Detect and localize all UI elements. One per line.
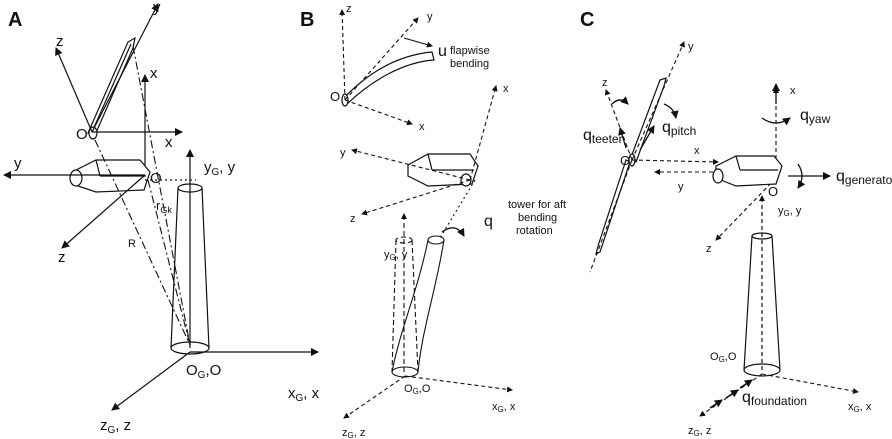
panel-c-qgen-label: qgenerator bbox=[836, 168, 892, 187]
panel-c-yaw-arrow bbox=[761, 117, 791, 126]
panel-a-origin-rotor: O bbox=[76, 126, 88, 143]
panel-a-r-vector bbox=[94, 139, 191, 346]
panel-c-y-axis-top bbox=[631, 41, 685, 161]
panel-c-origin-rotor: O bbox=[620, 153, 630, 168]
panel-b-y-label-top: y bbox=[427, 11, 433, 23]
panel-a-z-axis-left bbox=[61, 174, 146, 249]
panel-a: A y z x O x y bbox=[3, 0, 320, 436]
panel-c-tower bbox=[743, 195, 781, 377]
panel-b-x-label-top: x bbox=[419, 121, 425, 133]
panel-b-x-axis-top bbox=[344, 99, 413, 126]
panel-b-flap-arrow bbox=[403, 37, 433, 48]
panel-a-y-label-top: y bbox=[153, 0, 161, 16]
panel-c-qteeter-label: qteeter bbox=[583, 127, 623, 146]
panel-b-u-label: u bbox=[438, 43, 447, 60]
panel-a-r-label: R bbox=[128, 238, 136, 250]
panel-a-xg-label: xG, x bbox=[288, 385, 320, 404]
panel-b-origin-blade: O bbox=[330, 89, 340, 104]
panel-a-r-vector-tip bbox=[132, 45, 191, 346]
panel-a-z-label-top: z bbox=[56, 33, 64, 50]
panel-c-og-label: OG,O bbox=[710, 351, 737, 364]
panel-c-nacelle bbox=[712, 155, 783, 187]
panel-b-tower-label-3: rotation bbox=[516, 225, 553, 237]
panel-c-xg-axis bbox=[761, 373, 859, 395]
panel-a-zg-axis bbox=[111, 351, 191, 411]
panel-a-yg-label: yG, y bbox=[204, 159, 236, 178]
panel-b-zg-label: zG, z bbox=[342, 427, 365, 439]
panel-b-q-label: q bbox=[484, 213, 493, 230]
panel-a-blade bbox=[87, 36, 136, 140]
panel-b-x-label-mid: x bbox=[503, 83, 509, 95]
panel-c-origin-nacelle: O bbox=[768, 184, 778, 199]
panel-c-qpitch-label: qpitch bbox=[662, 119, 696, 138]
panel-c-foundation-arrow-2 bbox=[725, 389, 739, 399]
panel-b-blade bbox=[341, 51, 435, 107]
panel-c-teeter-top-arrow bbox=[611, 96, 629, 105]
panel-b-x-axis-mid bbox=[469, 85, 498, 181]
panel-c-pitch-arrow bbox=[663, 103, 679, 119]
panel-a-tower bbox=[170, 149, 210, 355]
panel-c-qyaw-label: qyaw bbox=[800, 107, 831, 126]
panel-c-teeter-arrow bbox=[618, 127, 627, 149]
panel-c-x-label-top: x bbox=[790, 85, 796, 97]
panel-b-zg-axis bbox=[343, 375, 406, 419]
panel-c-rotor bbox=[595, 77, 667, 256]
panel-a-y-label-left: y bbox=[14, 155, 22, 172]
panel-a-rgk-label: rGk bbox=[156, 198, 172, 215]
panel-c-z-label-mid: z bbox=[706, 243, 712, 255]
panel-b-z-axis-top bbox=[339, 9, 346, 101]
panel-a-title: A bbox=[8, 9, 22, 31]
panel-c-foundation-arrow-1 bbox=[739, 379, 753, 389]
panel-b-og-label: OG,O bbox=[404, 383, 431, 396]
panel-b-xg-label: xG, x bbox=[492, 401, 516, 414]
panel-b-yg-label: yG, y bbox=[384, 249, 408, 262]
panel-a-origin-nacelle: O bbox=[150, 170, 162, 187]
panel-c-yg-label: yG, y bbox=[778, 205, 802, 218]
panel-b-y-axis-top bbox=[344, 17, 419, 101]
panel-c-z-label-top: z bbox=[602, 77, 608, 89]
panel-c-z-axis-mid bbox=[715, 177, 777, 241]
panel-b-y-label-mid: y bbox=[340, 147, 346, 159]
panel-a-z-label-left: z bbox=[58, 249, 66, 266]
panel-b-tower bbox=[391, 179, 476, 378]
panel-b-z-label-mid: z bbox=[350, 213, 356, 225]
panel-b-bending-label: bending bbox=[450, 58, 489, 70]
panel-b-flapwise-label: flapwise bbox=[450, 45, 490, 57]
panel-b: B z y u flapwise bending O x bbox=[300, 3, 566, 439]
panel-a-og-label: OG,O bbox=[186, 362, 221, 381]
panel-c-x-label-mid: x bbox=[694, 145, 700, 157]
panel-a-x-label-vertical: x bbox=[150, 65, 158, 82]
panel-a-rgk-vector bbox=[147, 179, 191, 346]
panel-b-title: B bbox=[300, 9, 314, 31]
panel-c-x-axis-mid bbox=[631, 158, 719, 165]
panel-a-x-label-mid: x bbox=[165, 134, 173, 151]
panel-c-foundation-arrow-3 bbox=[709, 399, 723, 409]
panel-c-y-label-top: y bbox=[688, 41, 694, 53]
panel-b-y-axis-mid bbox=[351, 148, 471, 181]
panel-c-blade-axis-down bbox=[589, 159, 633, 273]
panel-a-nacelle bbox=[69, 159, 151, 193]
panel-c-zg-label: zG, z bbox=[688, 425, 711, 438]
panel-b-tower-label-1: tower for aft bbox=[508, 199, 566, 211]
panel-c-qfoundation-label: qfoundation bbox=[742, 389, 807, 408]
panel-b-z-label-top: z bbox=[346, 3, 352, 15]
panel-c-y-label-mid: y bbox=[678, 181, 684, 193]
panel-b-tower-label-2: bending bbox=[518, 212, 557, 224]
panel-c-title: C bbox=[580, 9, 594, 31]
panel-c-pitch-vector bbox=[639, 125, 655, 151]
panel-a-zg-label: zG, z bbox=[100, 417, 131, 436]
panel-b-xg-axis bbox=[404, 375, 513, 393]
panel-a-y-axis-top bbox=[91, 3, 159, 133]
panel-a-z-axis-top bbox=[55, 47, 93, 133]
panel-c: C y z x qyaw bbox=[580, 9, 892, 438]
panel-b-z-axis-mid bbox=[361, 179, 471, 216]
panel-c-xg-label: xG, x bbox=[848, 401, 872, 414]
panel-c-z-axis-top bbox=[604, 89, 633, 161]
panel-b-q-rotation-arrow bbox=[441, 227, 465, 237]
